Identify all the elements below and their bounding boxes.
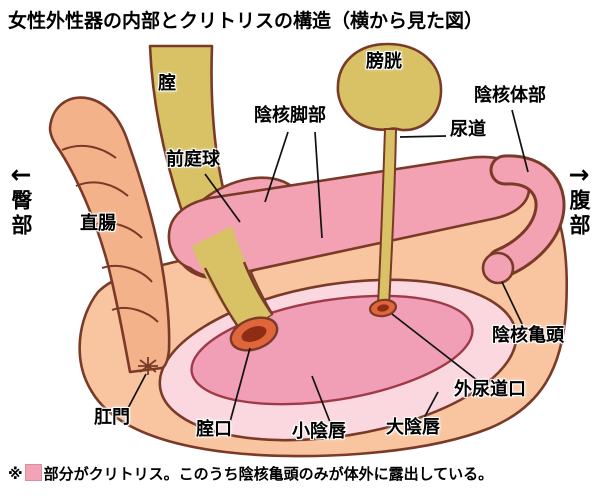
label-labia-minora: 小陰唇 [292,421,346,442]
label-anus: 肛門 [94,407,130,428]
footnote-text: 部分がクリトリス。このうち陰核亀頭のみが体外に露出している。 [43,465,494,483]
leader-lines [125,109,529,423]
right-arrow-icon: → [568,160,590,189]
left-arrow-icon: ← [10,160,32,189]
label-bladder: 膀胱 [366,51,402,72]
label-clitoral-body: 陰核体部 [474,85,546,106]
rectum-shape [48,96,171,374]
side-label-buttocks-text: 臀部 [9,189,33,239]
anus-shape [138,357,158,375]
clitoral-body-shape [489,157,563,276]
clitoris-legend-swatch [24,464,42,481]
vagina-lower-segment [192,226,272,332]
vaginal-opening-shape [229,316,279,352]
label-urethra: 尿道 [450,119,486,140]
footnote-marker: ※ [8,465,23,483]
side-label-abdomen-text: 腹部 [567,189,591,239]
label-vestibular-bulb: 前庭球 [166,149,220,170]
label-vaginal-opening: 腟口 [196,419,232,440]
side-label-abdomen: → 腹部 [562,162,596,239]
label-clitoral-glans: 陰核亀頭 [492,325,564,346]
clitoral-glans-shape [481,251,515,285]
label-vagina: 腟 [158,73,176,94]
footnote: ※ 部分がクリトリス。このうち陰核亀頭のみが体外に露出している。 [8,463,493,484]
label-external-urethral-opening: 外尿道口 [454,379,526,400]
label-rectum: 直腸 [80,213,116,234]
label-labia-majora: 大陰唇 [386,417,440,438]
side-label-buttocks: ← 臀部 [4,162,38,239]
page-title: 女性外性器の内部とクリトリスの構造（横から見た図） [8,10,484,32]
rectum-segments [61,144,159,323]
label-clitoral-crus: 陰核脚部 [254,105,326,126]
external-urethral-opening-shape [368,298,398,318]
